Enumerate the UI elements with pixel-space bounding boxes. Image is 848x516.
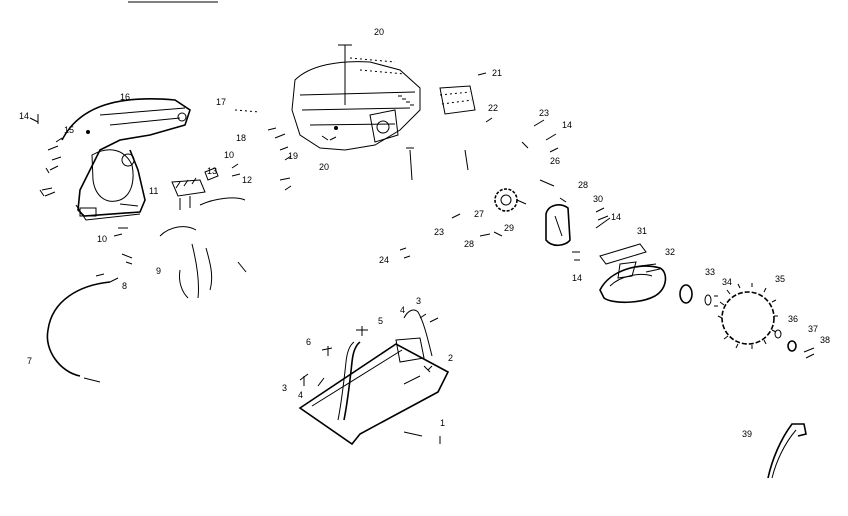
label-29: 29 [504,223,514,233]
label-30: 30 [593,194,603,204]
label-9: 9 [156,266,161,276]
motor-gearbox-assembly [291,44,421,151]
label-19: 19 [288,151,298,161]
callout-labels: 20 21 22 17 16 14 15 18 10 19 20 13 12 1… [19,27,830,439]
label-22: 22 [488,103,498,113]
label-28: 28 [464,239,474,249]
label-34: 34 [722,277,732,287]
label-32: 32 [665,247,675,257]
label-1: 1 [440,418,445,428]
label-23: 23 [434,227,444,237]
upper-housing [61,97,191,221]
label-15: 15 [64,125,74,135]
label-18: 18 [236,133,246,143]
bearing-housing [545,204,580,261]
loose-screws-left [29,114,63,197]
label-4: 4 [298,390,303,400]
label-14: 14 [572,273,582,283]
label-37: 37 [808,324,818,334]
label-39: 39 [742,429,752,439]
base-plate [298,309,450,446]
label-12: 12 [242,175,252,185]
label-3: 3 [416,296,421,306]
label-35: 35 [775,274,785,284]
label-13: 13 [207,166,217,176]
label-10: 10 [224,150,234,160]
label-38: 38 [820,335,830,345]
label-16: 16 [120,92,130,102]
label-33: 33 [705,267,715,277]
small-fasteners-right [479,119,611,237]
label-5: 5 [378,316,383,326]
label-26: 26 [550,156,560,166]
label-21: 21 [492,68,502,78]
label-11: 11 [149,186,158,196]
label-24: 24 [379,255,389,265]
switch-bracket-group [171,109,292,210]
drive-gear [493,188,527,237]
label-3: 3 [282,383,287,393]
label-14: 14 [611,212,621,222]
label-8: 8 [122,281,127,291]
label-7: 7 [27,356,32,366]
blade-wrench [767,423,807,479]
washers [679,284,718,307]
label-14: 14 [562,120,572,130]
label-23: 23 [539,108,549,118]
arbor-flange [599,243,667,304]
shaft-group [399,72,493,259]
label-6: 6 [306,337,311,347]
label-10: 10 [97,234,107,244]
label-17: 17 [216,97,226,107]
label-36: 36 [788,314,798,324]
saw-blade [717,283,778,349]
label-4: 4 [400,305,405,315]
label-14: 14 [19,111,29,121]
label-31: 31 [637,226,647,236]
label-2: 2 [448,353,453,363]
blade-hardware [774,329,815,359]
label-27: 27 [474,209,484,219]
base-hardware [299,313,439,387]
lower-blade-guard [46,226,247,383]
label-20: 20 [374,27,384,37]
label-28: 28 [578,180,588,190]
label-20: 20 [319,162,329,172]
